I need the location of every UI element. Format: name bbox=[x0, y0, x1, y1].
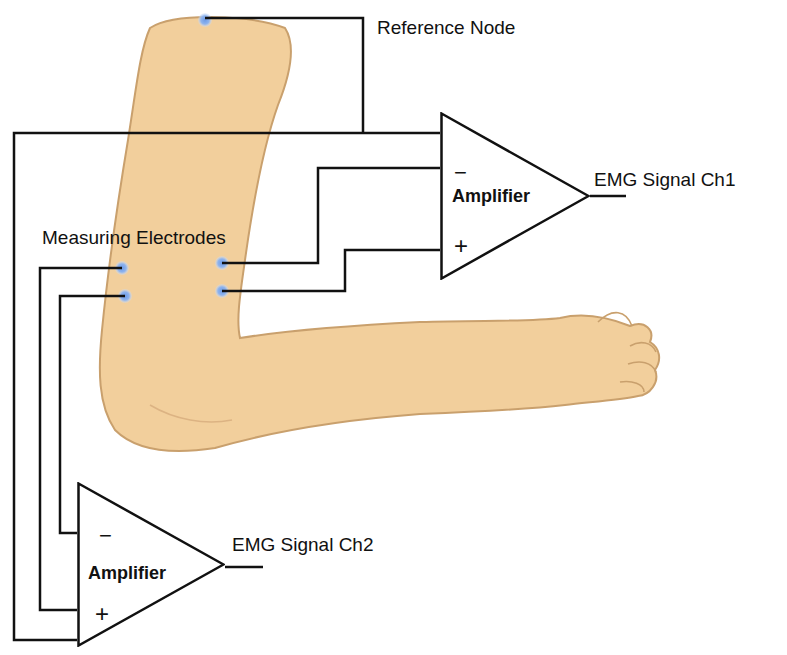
reference-wire bbox=[205, 18, 363, 133]
signal-name: EMG Signal Ch2 bbox=[232, 535, 374, 556]
input-sign: − bbox=[454, 162, 467, 184]
amplifier-label: Amplifier bbox=[452, 187, 530, 205]
amplifier-triangle: − Amplifier + bbox=[440, 112, 590, 280]
hand-fingers bbox=[598, 313, 656, 392]
triangle-path bbox=[79, 484, 224, 646]
part-label: Measuring Electrodes bbox=[42, 228, 226, 249]
ch1-output-wire bbox=[590, 195, 626, 198]
elbow-crease bbox=[150, 405, 232, 422]
input-sign: + bbox=[454, 234, 468, 258]
signal-name: EMG Signal Ch1 bbox=[594, 170, 736, 191]
ch2-output-wire bbox=[225, 566, 263, 569]
ch1-plus-wire bbox=[222, 250, 440, 291]
triangle-path bbox=[442, 114, 589, 279]
input-sign: + bbox=[95, 602, 109, 626]
part-label: Reference Node bbox=[377, 18, 515, 39]
amplifier-triangle: − Amplifier + bbox=[77, 482, 225, 647]
electrodes bbox=[115, 13, 229, 303]
reference-electrode bbox=[198, 13, 212, 27]
input-sign: − bbox=[99, 525, 112, 547]
amplifier-label: Amplifier bbox=[88, 564, 166, 582]
